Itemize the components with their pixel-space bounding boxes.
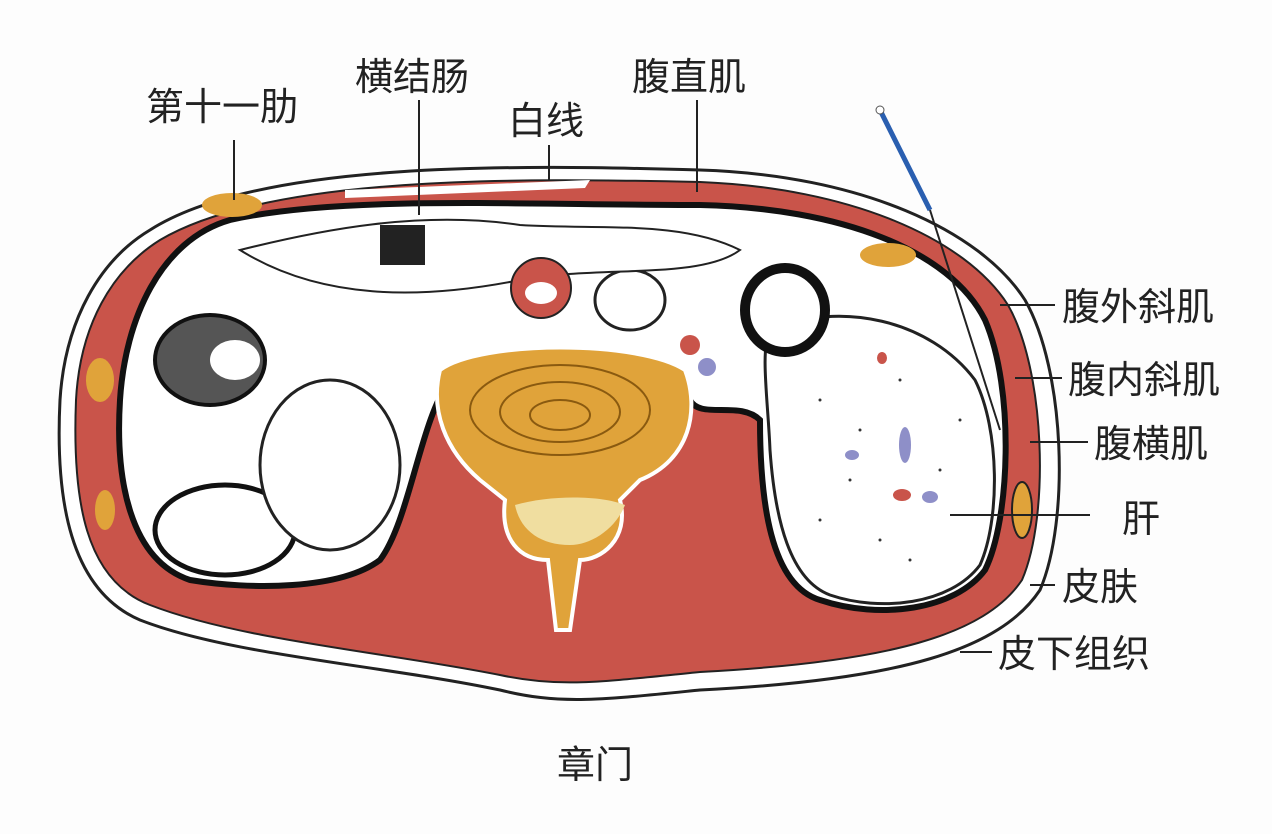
- label-liver: 肝: [1122, 497, 1161, 541]
- leader-lines: [233, 100, 1090, 653]
- label-subcutaneous: 皮下组织: [998, 632, 1151, 676]
- liver-vessel: [893, 489, 911, 501]
- liver-vessel: [899, 427, 911, 463]
- label-internal-oblique: 腹内斜肌: [1068, 358, 1221, 402]
- liver-vessel: [845, 450, 859, 460]
- label-acupoint-zhangmen: 章门: [557, 743, 634, 787]
- acupuncture-needle-handle: [877, 108, 933, 212]
- liver-vessel: [877, 352, 887, 364]
- label-transversus-abdominis: 腹横肌: [1094, 422, 1209, 466]
- label-rib11: 第十一肋: [146, 85, 299, 129]
- label-skin: 皮肤: [1062, 565, 1139, 609]
- rib-11: [202, 193, 262, 217]
- acupuncture-needle-shaft: [929, 209, 1001, 431]
- label-linea-alba: 白线: [508, 99, 585, 143]
- transverse-colon: [237, 218, 742, 294]
- rib: [95, 490, 115, 530]
- rib: [1011, 481, 1033, 539]
- label-transverse-colon: 横结肠: [355, 55, 470, 99]
- small-intestine: [258, 378, 402, 552]
- spinal-canal: [515, 497, 625, 545]
- liver: [763, 314, 996, 606]
- stomach-loop: [740, 263, 830, 357]
- liver-vessel: [922, 491, 938, 503]
- label-rectus-abdominis: 腹直肌: [632, 55, 747, 99]
- bowel-loop: [593, 268, 667, 332]
- label-external-oblique: 腹外斜肌: [1062, 285, 1215, 329]
- linea-alba: [345, 180, 590, 198]
- rib: [86, 358, 114, 402]
- rib: [860, 243, 916, 267]
